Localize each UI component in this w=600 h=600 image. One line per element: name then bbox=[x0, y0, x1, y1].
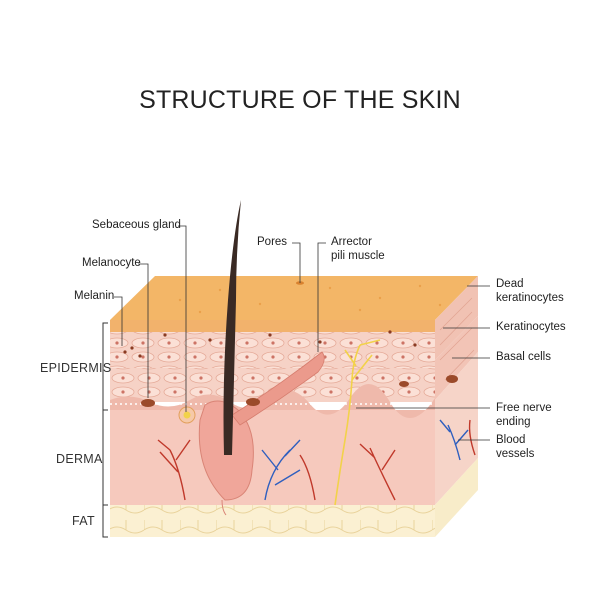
page-title: STRUCTURE OF THE SKIN bbox=[139, 86, 461, 114]
label-melanocyte: Melanocyte bbox=[82, 257, 141, 269]
layer-bracket bbox=[102, 322, 108, 538]
label-blood-line1: Blood bbox=[496, 434, 526, 446]
hair bbox=[223, 200, 241, 455]
label-dead-line1: Dead bbox=[496, 278, 524, 290]
blood-vessels bbox=[157, 419, 476, 501]
arrector-pili-muscle bbox=[231, 351, 325, 426]
label-pores: Pores bbox=[257, 236, 288, 248]
front-face bbox=[110, 320, 435, 537]
melanocytes bbox=[141, 375, 458, 407]
label-arrector-line1: Arrector bbox=[331, 236, 372, 248]
label-derma: DERMA bbox=[56, 452, 103, 466]
label-basal-cells: Basal cells bbox=[496, 351, 551, 363]
label-dead-line2: keratinocytes bbox=[496, 292, 564, 304]
label-keratinocytes: Keratinocytes bbox=[496, 321, 566, 333]
label-fat: FAT bbox=[72, 514, 95, 528]
side-face bbox=[435, 276, 478, 537]
skin-surface bbox=[110, 276, 478, 320]
label-epidermis: EPIDERMIS bbox=[40, 361, 112, 375]
label-nerve-line2: ending bbox=[496, 416, 531, 428]
derma-layer bbox=[110, 410, 435, 505]
label-nerve-line1: Free nerve bbox=[496, 402, 552, 414]
fat-layer bbox=[110, 505, 435, 537]
label-blood-line2: vessels bbox=[496, 448, 535, 460]
melanin-granules bbox=[123, 330, 417, 358]
label-arrector-line2: pili muscle bbox=[331, 250, 385, 262]
nerve-ending bbox=[334, 339, 381, 506]
label-sebaceous-gland: Sebaceous gland bbox=[92, 219, 181, 231]
label-melanin: Melanin bbox=[74, 290, 115, 302]
leader-lines bbox=[114, 225, 490, 441]
